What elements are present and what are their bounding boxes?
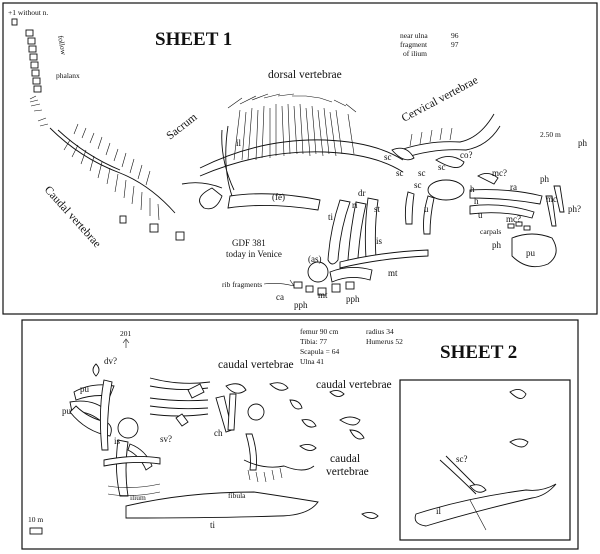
- pph-label-2: pph: [346, 294, 360, 304]
- hindlimb-drawing: [263, 197, 429, 296]
- rib-fragments-label: rib fragments: [222, 280, 262, 289]
- is-label: is: [376, 236, 383, 246]
- mt-label-2: mt: [318, 290, 328, 300]
- mt-label: mt: [388, 268, 398, 278]
- il-label: il: [436, 506, 442, 516]
- sheet2-measurements: femur 90 cm radius 34 Tibia: 77 Humerus …: [300, 327, 403, 366]
- ti-label: ti: [210, 520, 216, 530]
- sc-label: sc: [384, 152, 392, 162]
- pu-label: pu: [526, 248, 536, 258]
- sheet2-north-arrow: [122, 338, 130, 348]
- sheet1-corner-note: +1 without n.: [8, 8, 48, 17]
- ra-label: ra: [510, 182, 517, 192]
- forelimb-drawing: [391, 113, 565, 268]
- is-label: is: [114, 436, 121, 446]
- pu-label: pu: [80, 384, 90, 394]
- sheet2-number: 201: [120, 329, 132, 338]
- caudal-vertebrae-label-4: vertebrae: [326, 466, 369, 478]
- ph-label: ph: [540, 174, 550, 184]
- ca-label: ca: [276, 292, 284, 302]
- scale-bar: [29, 527, 43, 535]
- pu-label-2: pu: [62, 406, 72, 416]
- sheet1-scale-label: 2.50 m: [540, 130, 561, 139]
- ch-label: ch: [214, 428, 223, 438]
- measure-line: 97: [451, 40, 459, 49]
- fibula-label: fibula: [228, 491, 246, 500]
- h-label: h: [470, 184, 475, 194]
- caudal-vertebrae-label-2: caudal vertebrae: [316, 379, 392, 391]
- caudal-series-drawing: [11, 18, 185, 241]
- sc-label-5: sc: [396, 168, 404, 178]
- co-label: co?: [460, 150, 473, 160]
- sc-label-4: sc: [438, 162, 446, 172]
- caudal-vertebrae-label-3: caudal: [330, 453, 360, 465]
- ph-label-4: ph: [578, 138, 588, 148]
- sheet2-scale-label: 10 m: [28, 515, 43, 524]
- caudal-vertebrae-label: Caudal vertebrae: [42, 184, 103, 250]
- sheet2-title: SHEET 2: [440, 342, 517, 363]
- ti-label: ti: [328, 212, 334, 222]
- measure-line: near ulna: [400, 31, 428, 40]
- measure-line: Scapula = 64: [300, 347, 339, 356]
- sheet1-title: SHEET 1: [155, 29, 232, 50]
- il-label: il: [236, 138, 242, 148]
- ph-label-2: ph: [492, 240, 502, 250]
- carpals-label: carpals: [480, 227, 501, 236]
- caudal-vertebrae-label: caudal vertebrae: [218, 359, 294, 371]
- sheet2-frame: [21, 319, 579, 550]
- measure-line: radius 34: [366, 327, 394, 336]
- sacrum-label: Sacrum: [164, 111, 199, 142]
- measure-line: Tibia: 77: [300, 337, 327, 346]
- measure-line: of ilium: [403, 49, 427, 58]
- dr-label: dr: [358, 188, 366, 198]
- u-label: u: [424, 204, 429, 214]
- specimen-number: GDF 381: [232, 238, 266, 248]
- ilium-label: ilium: [130, 493, 146, 502]
- sc-label-3: sc: [414, 180, 422, 190]
- as-label: (as): [308, 254, 322, 264]
- ph-label-3: ph?: [568, 204, 581, 214]
- sheet1-follow-label: follow: [56, 35, 68, 56]
- measure-line: Humerus 52: [366, 337, 403, 346]
- measure-line: 96: [451, 31, 459, 40]
- sheet1-measurements: near ulna 96 fragment 97 of ilium: [400, 31, 459, 58]
- sheet2-inset-frame: [399, 379, 571, 541]
- h-label-2: h: [474, 196, 479, 206]
- mc-label-2: mc?: [506, 214, 521, 224]
- cervical-vertebrae-label: Cervical vertebrae: [400, 74, 480, 124]
- mc-label-3: mc: [546, 194, 557, 204]
- phalanx-label: phalanx: [56, 71, 80, 80]
- dv-label: dv?: [104, 356, 117, 366]
- measure-line: fragment: [400, 40, 428, 49]
- mc-label: mc?: [492, 168, 507, 178]
- dorsal-series-drawing: [181, 93, 404, 211]
- fe-label: (fe): [272, 192, 285, 202]
- sc-label: sc?: [456, 454, 468, 464]
- specimen-location: today in Venice: [226, 249, 282, 259]
- sheet2-bones-drawing: [69, 363, 557, 531]
- measure-line: Ulna 41: [300, 357, 324, 366]
- st-label: st: [374, 204, 381, 214]
- sv-label: sv?: [160, 434, 172, 444]
- u-label-2: u: [478, 210, 483, 220]
- ri-label: ri: [352, 200, 358, 210]
- sheet1-frame: [2, 2, 598, 315]
- dorsal-vertebrae-label: dorsal vertebrae: [268, 69, 342, 81]
- pph-label: pph: [294, 300, 308, 310]
- sc-label-2: sc: [418, 168, 426, 178]
- measure-line: femur 90 cm: [300, 327, 338, 336]
